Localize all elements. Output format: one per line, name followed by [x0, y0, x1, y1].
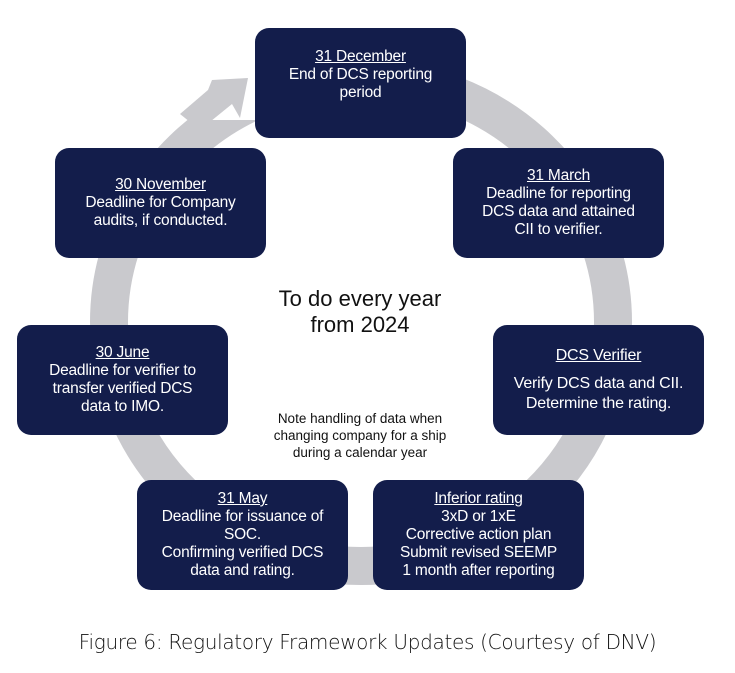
- step-text: Deadline for issuance of: [161, 508, 324, 525]
- step-text: 3xD or 1xE: [441, 508, 516, 525]
- step-title: DCS Verifier: [555, 347, 642, 364]
- step-text: Deadline for verifier to: [49, 362, 196, 379]
- step-31-march: 31 March Deadline for reporting DCS data…: [453, 148, 664, 258]
- step-title: 30 June: [95, 344, 150, 361]
- center-note-line: changing company for a ship: [273, 428, 447, 443]
- center-title-line: To do every year: [278, 286, 442, 311]
- step-inferior-rating: Inferior rating 3xD or 1xE Corrective ac…: [373, 480, 584, 590]
- step-text: Confirming verified DCS: [161, 544, 324, 561]
- step-text: Deadline for reporting: [486, 185, 631, 202]
- center-title: To do every year from 2024: [230, 286, 490, 338]
- step-text: End of DCS reporting: [288, 66, 433, 83]
- step-text: audits, if conducted.: [93, 212, 228, 229]
- step-title: Inferior rating: [434, 490, 523, 507]
- step-title: 31 May: [217, 490, 268, 507]
- step-31-december: 31 December End of DCS reporting period: [255, 28, 466, 138]
- step-text: period: [339, 84, 382, 101]
- step-title: 31 March: [526, 167, 590, 184]
- step-text: 1 month after reporting: [402, 562, 555, 579]
- step-text: Submit revised SEEMP: [399, 544, 558, 561]
- step-text: SOC.: [223, 526, 262, 543]
- step-text: transfer verified DCS: [52, 380, 193, 397]
- step-text: Corrective action plan: [405, 526, 552, 543]
- center-note-line: Note handling of data when: [277, 411, 443, 426]
- step-31-may: 31 May Deadline for issuance of SOC. Con…: [137, 480, 348, 590]
- center-note: Note handling of data when changing comp…: [230, 410, 490, 461]
- step-text: DCS data and attained: [482, 203, 635, 220]
- step-text: Deadline for Company: [85, 194, 236, 211]
- step-text: CII to verifier.: [514, 221, 603, 238]
- step-30-november: 30 November Deadline for Company audits,…: [55, 148, 266, 258]
- step-text: Determine the rating.: [525, 395, 672, 412]
- step-title: 30 November: [115, 176, 206, 193]
- step-30-june: 30 June Deadline for verifier to transfe…: [17, 325, 228, 435]
- figure-caption: Figure 6: Regulatory Framework Updates (…: [78, 630, 657, 654]
- step-title: 31 December: [315, 48, 406, 65]
- step-text: data to IMO.: [81, 398, 164, 415]
- step-text: data and rating.: [190, 562, 295, 579]
- step-text: Verify DCS data and CII.: [513, 375, 684, 392]
- center-note-line: during a calendar year: [292, 445, 428, 460]
- center-title-line: from 2024: [310, 312, 410, 337]
- arrow-head-icon: [180, 78, 248, 130]
- step-dcs-verifier: DCS Verifier Verify DCS data and CII. De…: [493, 325, 704, 435]
